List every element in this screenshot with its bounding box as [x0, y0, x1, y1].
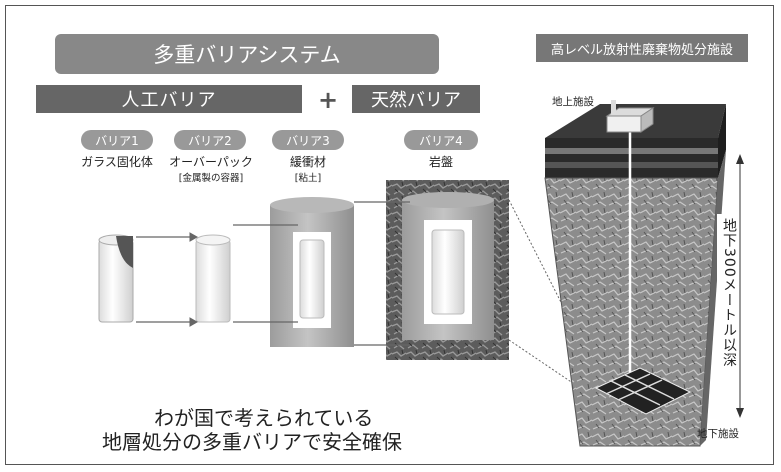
main-title-banner: 多重バリアシステム	[55, 34, 439, 74]
plus-icon: +	[318, 86, 339, 114]
diagram-frame	[5, 5, 774, 465]
underground-facility-label: 地下施設	[697, 428, 739, 440]
geological-repository-block	[544, 100, 744, 447]
caption-line-1: わが国で考えられている	[154, 406, 374, 430]
overpack-cylinder	[195, 234, 231, 323]
glass-waste-cylinder	[98, 234, 134, 323]
depth-label: 地下300メートル以深	[717, 214, 739, 372]
underground-disposal-tunnels	[594, 367, 692, 415]
barrier-3-note: [粘土]	[294, 173, 322, 184]
barrier-2-tag: バリア2	[174, 130, 246, 150]
artificial-barrier-banner: 人工バリア	[36, 85, 302, 113]
bedrock-block	[386, 180, 509, 360]
buffer-clay-cylinder	[270, 197, 354, 347]
natural-barrier-banner: 天然バリア	[352, 85, 480, 113]
barrier-1-label: ガラス固化体	[81, 155, 153, 169]
caption-line-2: 地層処分の多重バリアで安全確保	[102, 430, 402, 454]
barrier-2-label: オーバーパック	[169, 155, 253, 169]
facility-title-banner: 高レベル放射性廃棄物処分施設	[536, 34, 748, 62]
barrier-2-note: [金属製の容器]	[178, 173, 244, 184]
barrier-1-tag: バリア1	[81, 130, 153, 150]
barrier-4-label: 岩盤	[428, 155, 453, 169]
barrier-4-tag: バリア4	[404, 130, 478, 150]
barrier-3-label: 緩衝材	[289, 155, 326, 169]
connector-lines	[136, 199, 599, 401]
surface-facility-label: 地上施設	[552, 96, 594, 108]
barrier-3-tag: バリア3	[272, 130, 344, 150]
